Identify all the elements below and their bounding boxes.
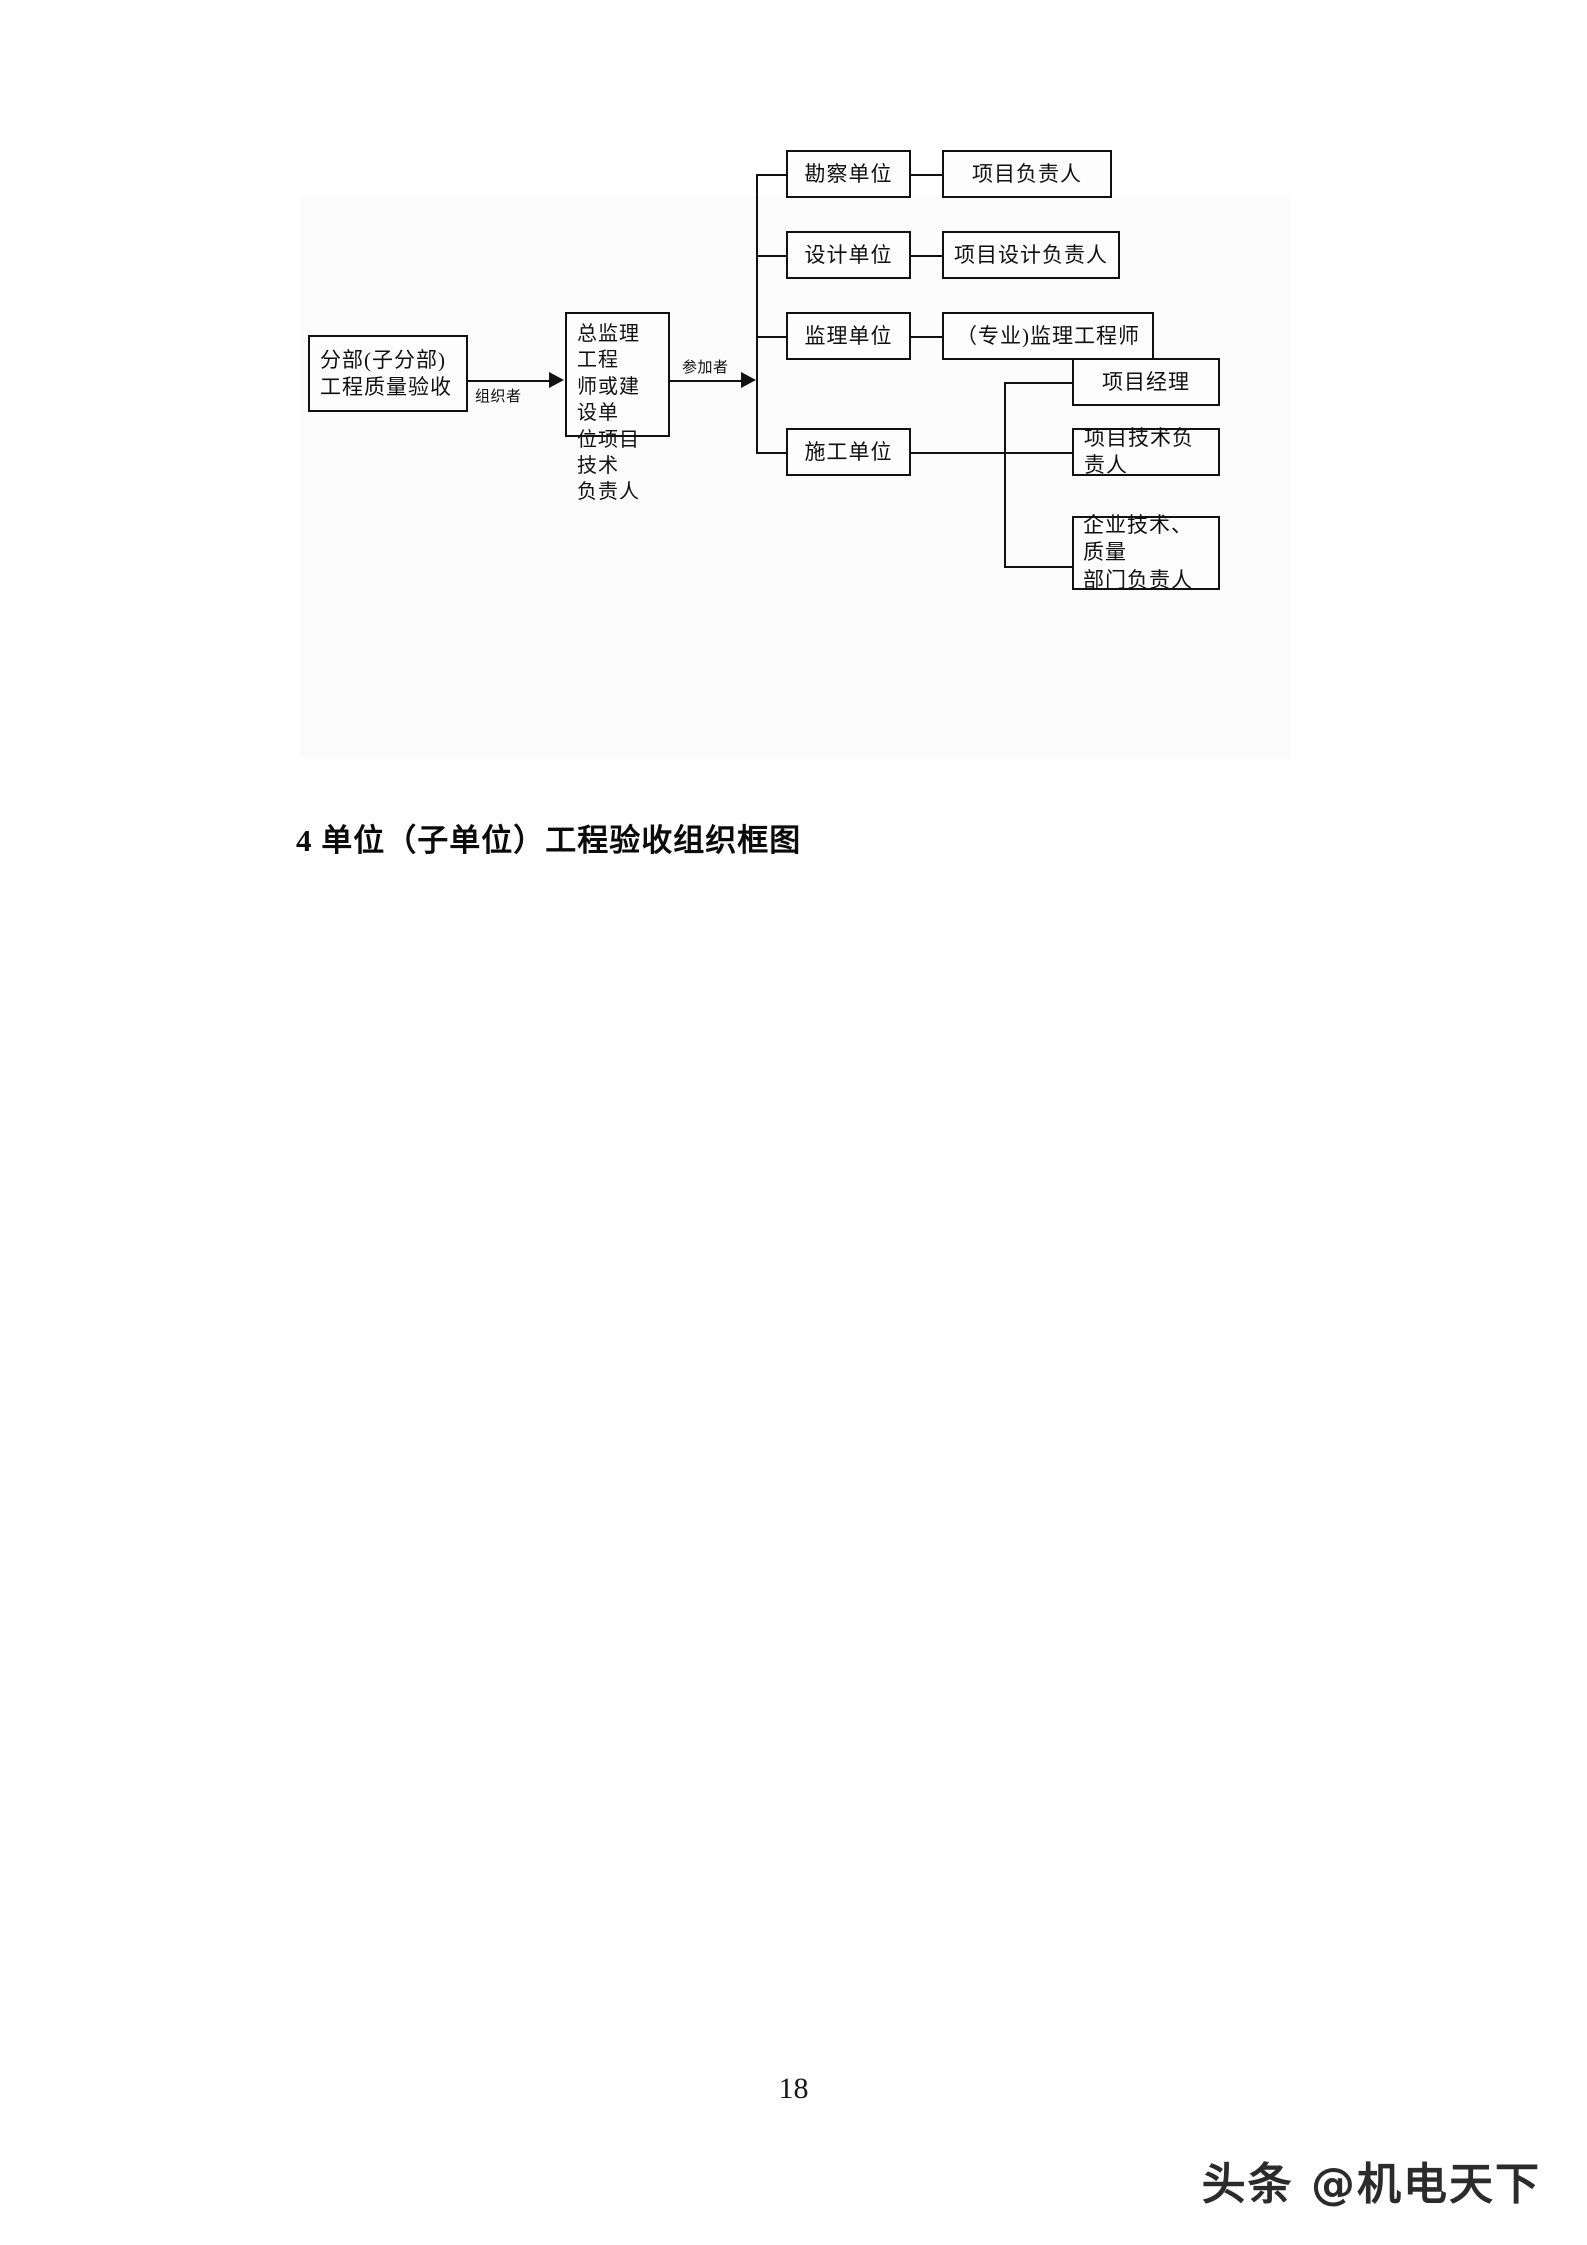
- diagram-box-role-0-0: 项目负责人: [942, 150, 1112, 198]
- arrow-label-organizer: 组织者: [475, 389, 522, 405]
- diagram-box-role-3-0: 项目经理: [1072, 358, 1220, 406]
- diagram-box-role-1-0: 项目设计负责人: [942, 231, 1120, 279]
- link-jianli-to-role: [911, 336, 942, 338]
- trunk-participants-vertical: [756, 174, 758, 452]
- diagram-box-participant-2: 监理单位: [786, 312, 911, 360]
- arrow-label-participant: 参加者: [682, 360, 729, 376]
- diagram-box-participant-1: 设计单位: [786, 231, 911, 279]
- figure-caption: 4 单位（子单位）工程验收组织框图: [296, 823, 802, 858]
- arrow-participant-shaft: [670, 380, 743, 382]
- stub-to-role-3-1: [1004, 452, 1072, 454]
- organization-flow-diagram: 分部(子分部) 工程质量验收 组织者 总监理工程 师或建设单 位项目技术 负责人…: [300, 150, 1290, 758]
- link-kancha-to-role: [911, 174, 942, 176]
- watermark: 头条 @机电天下: [1201, 2159, 1541, 2210]
- stub-to-role-3-0: [1004, 382, 1072, 384]
- link-sheji-to-role: [911, 255, 942, 257]
- arrow-participant-head: [741, 372, 756, 388]
- page-number: 18: [778, 2072, 809, 2105]
- stub-to-shigong: [756, 452, 786, 454]
- diagram-box-participant-0: 勘察单位: [786, 150, 911, 198]
- diagram-box-role-2-0: （专业)监理工程师: [942, 312, 1154, 360]
- arrow-organizer-head: [549, 372, 564, 388]
- arrow-organizer-shaft: [468, 380, 551, 382]
- stub-to-kancha: [756, 174, 786, 176]
- stub-to-role-3-2: [1004, 566, 1072, 568]
- subtrunk-shigong-vertical: [1004, 382, 1006, 566]
- diagram-box-participant-3: 施工单位: [786, 428, 911, 476]
- stub-to-jianli: [756, 336, 786, 338]
- diagram-box-role-3-2: 企业技术、质量 部门负责人: [1072, 513, 1220, 592]
- diagram-box-role-3-1: 项目技术负责人: [1072, 426, 1220, 477]
- stub-to-sheji: [756, 255, 786, 257]
- diagram-box-organizer: 总监理工程 师或建设单 位项目技术 负责人: [565, 312, 670, 503]
- diagram-box-source: 分部(子分部) 工程质量验收: [308, 335, 468, 412]
- link-shigong-to-subtrunk: [911, 452, 1006, 454]
